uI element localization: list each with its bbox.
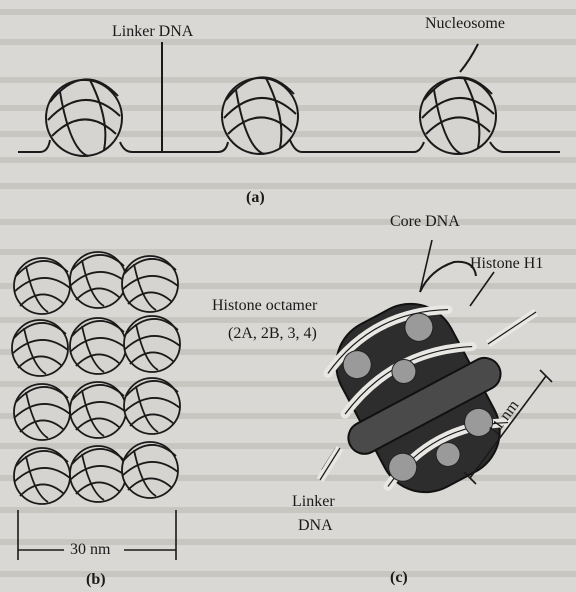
histone-h1-pointer <box>470 272 494 306</box>
label-histone-h1: Histone H1 <box>470 256 543 272</box>
histone-octamer-body <box>302 276 537 517</box>
label-histone-octamer-line2: (2A, 2B, 3, 4) <box>228 326 317 342</box>
label-histone-octamer-line1: Histone octamer <box>212 298 317 314</box>
core-dna-pointer <box>420 240 432 292</box>
caption-c: (c) <box>390 570 408 586</box>
label-linker-line2: DNA <box>298 518 333 534</box>
label-linker-line1: Linker <box>292 494 335 510</box>
core-dna-end <box>420 262 476 292</box>
label-core-dna: Core DNA <box>390 214 460 230</box>
